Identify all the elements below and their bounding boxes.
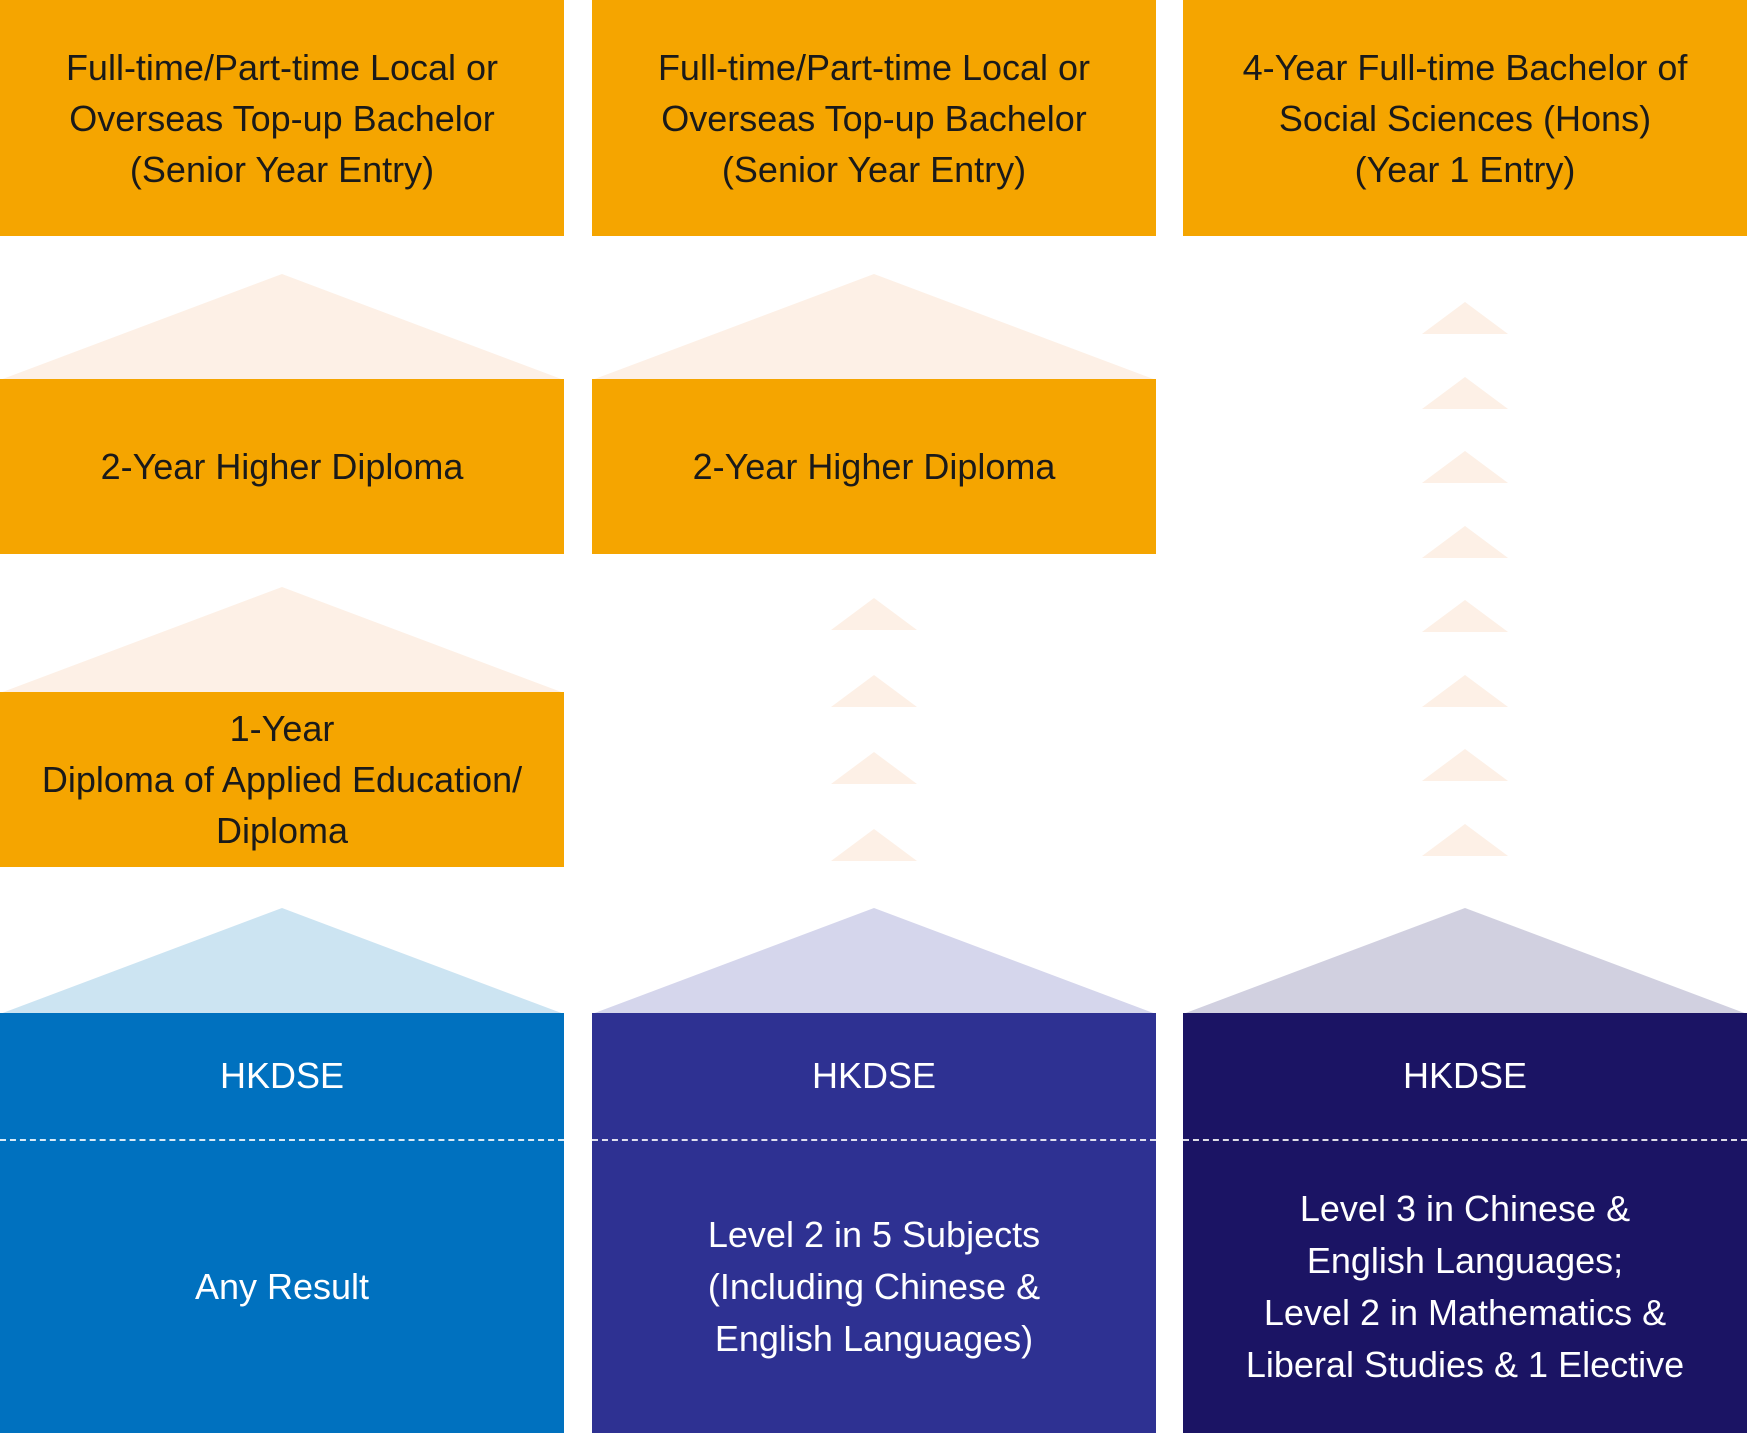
small-arrow-up — [1422, 749, 1508, 781]
small-arrow-up — [1422, 302, 1508, 334]
pathway-column-3: 4-Year Full-time Bachelor of Social Scie… — [1183, 0, 1747, 1433]
dashed-divider — [0, 1139, 564, 1141]
small-arrow-up — [1422, 451, 1508, 483]
box-line: Diploma of Applied Education/ — [41, 759, 523, 800]
hkdse-requirement: Level 3 in Chinese & English Languages; … — [1183, 1141, 1747, 1433]
box-line: Overseas Top-up Bachelor — [661, 97, 1087, 139]
box-line: Full-time/Part-time Local or — [657, 46, 1091, 88]
requirement-line: (Including Chinese & — [707, 1266, 1041, 1307]
requirement-line: Level 3 in Chinese & — [1299, 1188, 1631, 1229]
requirement-line: Level 2 in 5 Subjects — [707, 1214, 1041, 1255]
small-arrow-up — [831, 675, 917, 707]
box-line: Social Sciences (Hons) — [1278, 97, 1652, 139]
programme-box-top-bachelor: Full-time/Part-time Local or Overseas To… — [592, 0, 1156, 236]
box-line: (Senior Year Entry) — [721, 148, 1027, 190]
dashed-divider — [592, 1139, 1156, 1141]
programme-box-top-bachelor: 4-Year Full-time Bachelor of Social Scie… — [1183, 0, 1747, 236]
requirement-line: English Languages; — [1306, 1240, 1624, 1281]
box-line: (Senior Year Entry) — [129, 148, 435, 190]
roof-arrow — [0, 908, 564, 1014]
dashed-divider — [1183, 1139, 1747, 1141]
hkdse-title: HKDSE — [219, 1055, 345, 1096]
roof-arrow — [592, 274, 1156, 380]
hkdse-base-box: HKDSE Level 2 in 5 Subjects (Including C… — [592, 1013, 1156, 1433]
requirement-line: Any Result — [194, 1266, 370, 1307]
hkdse-requirement: Level 2 in 5 Subjects (Including Chinese… — [592, 1141, 1156, 1433]
programme-box-diploma: 1-Year Diploma of Applied Education/ Dip… — [0, 692, 564, 867]
programme-box-higher-diploma: 2-Year Higher Diploma — [0, 379, 564, 554]
box-line: 1-Year — [229, 708, 335, 749]
programme-box-top-bachelor: Full-time/Part-time Local or Overseas To… — [0, 0, 564, 236]
small-arrow-up — [1422, 824, 1508, 856]
pathway-column-2: Full-time/Part-time Local or Overseas To… — [592, 0, 1156, 1433]
small-arrow-up — [1422, 526, 1508, 558]
programme-box-higher-diploma: 2-Year Higher Diploma — [592, 379, 1156, 554]
pathway-column-1: Full-time/Part-time Local or Overseas To… — [0, 0, 564, 1433]
small-arrow-up — [1422, 377, 1508, 409]
small-arrow-up — [831, 598, 917, 630]
box-line: 2-Year Higher Diploma — [692, 446, 1056, 487]
roof-arrow — [0, 587, 564, 693]
hkdse-base-box: HKDSE Level 3 in Chinese & English Langu… — [1183, 1013, 1747, 1433]
requirement-line: Liberal Studies & 1 Elective — [1245, 1344, 1685, 1385]
box-line: Full-time/Part-time Local or — [65, 46, 499, 88]
small-arrow-up — [831, 829, 917, 861]
small-arrow-up — [1422, 675, 1508, 707]
roof-arrow — [1183, 908, 1747, 1014]
small-arrow-up — [1422, 600, 1508, 632]
box-line: Overseas Top-up Bachelor — [69, 97, 495, 139]
small-arrow-up — [831, 752, 917, 784]
hkdse-base-box: HKDSE Any Result — [0, 1013, 564, 1433]
roof-arrow — [0, 274, 564, 380]
box-line: 4-Year Full-time Bachelor of — [1242, 46, 1688, 88]
hkdse-title: HKDSE — [1402, 1055, 1528, 1096]
hkdse-requirement: Any Result — [0, 1141, 564, 1433]
hkdse-title: HKDSE — [811, 1055, 937, 1096]
box-line: Diploma — [215, 810, 349, 851]
box-line: 2-Year Higher Diploma — [100, 446, 464, 487]
box-line: (Year 1 Entry) — [1354, 148, 1576, 190]
requirement-line: Level 2 in Mathematics & — [1263, 1292, 1667, 1333]
roof-arrow — [592, 908, 1156, 1014]
requirement-line: English Languages) — [714, 1318, 1034, 1359]
